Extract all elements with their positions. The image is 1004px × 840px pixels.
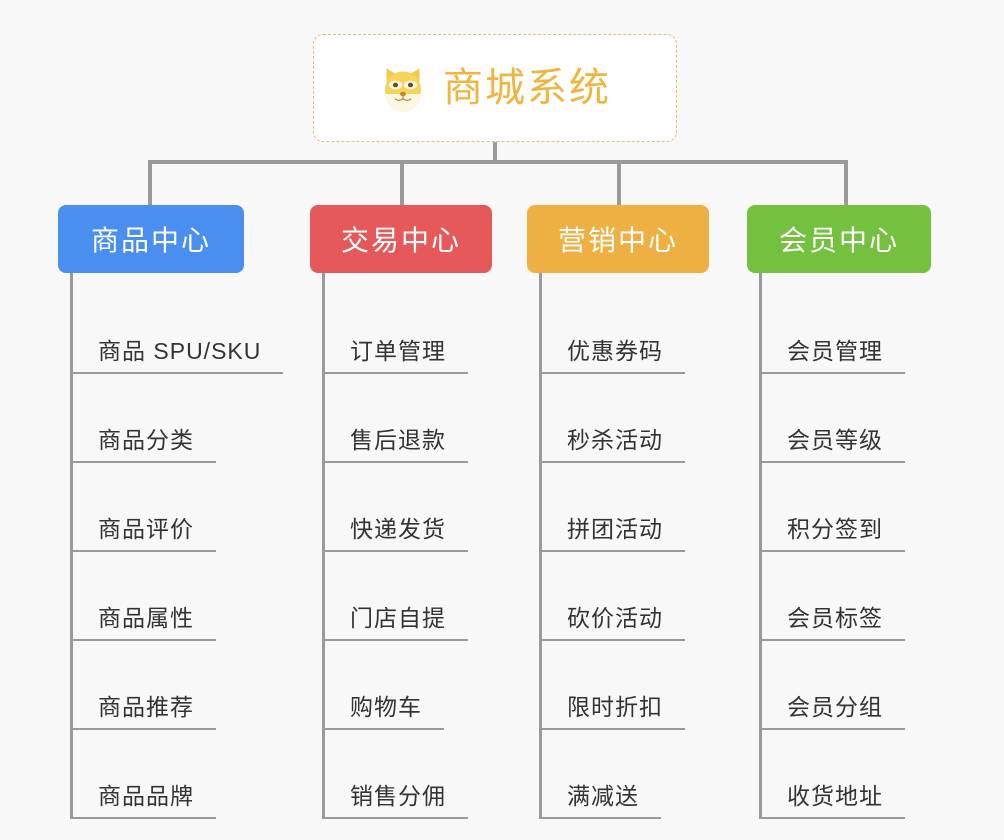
leaf-label: 购物车 <box>323 694 444 730</box>
list-item[interactable]: 会员管理 <box>747 285 931 374</box>
column-trade-center: 交易中心 订单管理 售后退款 快递发货 门店自提 购物车 销售分佣 <box>310 205 492 819</box>
column-member-center: 会员中心 会员管理 会员等级 积分签到 会员标签 会员分组 收货地址 <box>747 205 931 819</box>
list-item[interactable]: 限时折扣 <box>527 641 709 730</box>
list-item[interactable]: 砍价活动 <box>527 552 709 641</box>
leaf-label: 限时折扣 <box>540 694 685 730</box>
list-item[interactable]: 会员等级 <box>747 374 931 463</box>
list-item[interactable]: 商品分类 <box>58 374 244 463</box>
list-item[interactable]: 商品品牌 <box>58 730 244 819</box>
trunk-line-4 <box>759 273 762 819</box>
column-header-member-center[interactable]: 会员中心 <box>747 205 931 273</box>
leaf-list-trade-center: 订单管理 售后退款 快递发货 门店自提 购物车 销售分佣 <box>310 273 492 819</box>
list-item[interactable]: 拼团活动 <box>527 463 709 552</box>
trunk-line-3 <box>539 273 542 819</box>
list-item[interactable]: 商品属性 <box>58 552 244 641</box>
list-item[interactable]: 收货地址 <box>747 730 931 819</box>
leaf-label: 商品 SPU/SKU <box>71 338 284 374</box>
leaf-label: 订单管理 <box>323 338 468 374</box>
leaf-label: 商品分类 <box>71 427 216 463</box>
list-item[interactable]: 门店自提 <box>310 552 492 641</box>
leaf-label: 销售分佣 <box>323 783 468 819</box>
leaf-label: 满减送 <box>540 783 661 819</box>
leaf-label: 秒杀活动 <box>540 427 685 463</box>
leaf-label: 会员分组 <box>760 694 905 730</box>
leaf-label: 商品评价 <box>71 516 216 552</box>
leaf-label: 优惠券码 <box>540 338 685 374</box>
leaf-list-member-center: 会员管理 会员等级 积分签到 会员标签 会员分组 收货地址 <box>747 273 931 819</box>
connector-drop-1 <box>148 160 152 205</box>
connector-drop-4 <box>844 160 848 205</box>
leaf-label: 积分签到 <box>760 516 905 552</box>
list-item[interactable]: 商品 SPU/SKU <box>58 285 284 374</box>
list-item[interactable]: 满减送 <box>527 730 709 819</box>
leaf-label: 会员等级 <box>760 427 905 463</box>
list-item[interactable]: 销售分佣 <box>310 730 492 819</box>
column-header-marketing-center[interactable]: 营销中心 <box>527 205 709 273</box>
list-item[interactable]: 优惠券码 <box>527 285 709 374</box>
list-item[interactable]: 会员标签 <box>747 552 931 641</box>
shiba-dog-face-icon <box>379 64 427 112</box>
leaf-label: 快递发货 <box>323 516 468 552</box>
leaf-label: 售后退款 <box>323 427 468 463</box>
root-node[interactable]: 商城系统 <box>313 34 677 142</box>
list-item[interactable]: 商品评价 <box>58 463 244 552</box>
column-header-product-center[interactable]: 商品中心 <box>58 205 244 273</box>
leaf-label: 商品属性 <box>71 605 216 641</box>
list-item[interactable]: 购物车 <box>310 641 492 730</box>
leaf-label: 砍价活动 <box>540 605 685 641</box>
trunk-line-2 <box>322 273 325 819</box>
trunk-line-1 <box>70 273 73 819</box>
leaf-label: 商品推荐 <box>71 694 216 730</box>
connector-bus <box>148 160 848 164</box>
connector-drop-3 <box>617 160 621 205</box>
leaf-label: 门店自提 <box>323 605 468 641</box>
list-item[interactable]: 会员分组 <box>747 641 931 730</box>
leaf-label: 会员管理 <box>760 338 905 374</box>
leaf-label: 商品品牌 <box>71 783 216 819</box>
list-item[interactable]: 快递发货 <box>310 463 492 552</box>
connector-stem <box>493 142 497 163</box>
list-item[interactable]: 积分签到 <box>747 463 931 552</box>
column-product-center: 商品中心 商品 SPU/SKU 商品分类 商品评价 商品属性 商品推荐 商品品牌 <box>58 205 284 819</box>
column-header-trade-center[interactable]: 交易中心 <box>310 205 492 273</box>
leaf-label: 会员标签 <box>760 605 905 641</box>
leaf-label: 收货地址 <box>760 783 905 819</box>
list-item[interactable]: 售后退款 <box>310 374 492 463</box>
list-item[interactable]: 订单管理 <box>310 285 492 374</box>
list-item[interactable]: 秒杀活动 <box>527 374 709 463</box>
column-marketing-center: 营销中心 优惠券码 秒杀活动 拼团活动 砍价活动 限时折扣 满减送 <box>527 205 709 819</box>
root-title: 商城系统 <box>443 66 611 110</box>
connector-drop-2 <box>400 160 404 205</box>
leaf-label: 拼团活动 <box>540 516 685 552</box>
list-item[interactable]: 商品推荐 <box>58 641 244 730</box>
leaf-list-product-center: 商品 SPU/SKU 商品分类 商品评价 商品属性 商品推荐 商品品牌 <box>58 273 284 819</box>
leaf-list-marketing-center: 优惠券码 秒杀活动 拼团活动 砍价活动 限时折扣 满减送 <box>527 273 709 819</box>
